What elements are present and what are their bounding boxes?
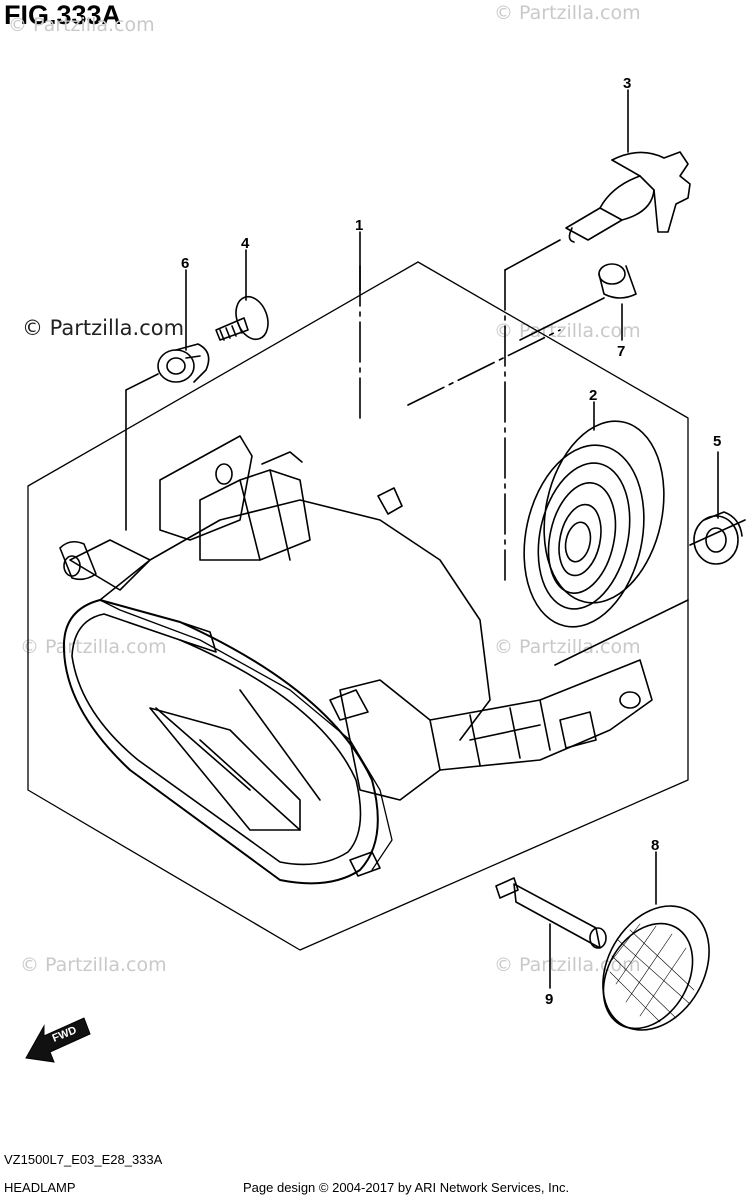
watermark-main: © Partzilla.com (22, 316, 185, 340)
watermark: © Partzilla.com (20, 954, 167, 976)
figure-title: FIG.333A (4, 0, 122, 30)
callout-1: 1 (355, 217, 363, 234)
callout-7: 7 (617, 343, 625, 360)
grommet-part-6 (157, 343, 210, 383)
grommet-part-5 (693, 511, 743, 565)
watermark: © Partzilla.com (20, 636, 167, 658)
callout-8: 8 (651, 837, 659, 854)
reflector-part-8 (602, 905, 710, 1031)
assembly-boundary (27, 261, 689, 951)
pin-part-9 (495, 877, 607, 949)
watermark: © Partzilla.com (494, 2, 641, 24)
callout-4: 4 (241, 235, 250, 252)
reflector-ring-part-2 (523, 420, 665, 628)
boot-part-7 (598, 263, 637, 299)
page-credit: Page design © 2004-2017 by ARI Network S… (243, 1180, 570, 1195)
section-name: HEADLAMP (4, 1180, 76, 1195)
headlamp-housing-part-1 (59, 435, 653, 885)
screw-part-4 (215, 295, 269, 341)
callout-2: 2 (589, 387, 597, 404)
callout-5: 5 (713, 433, 721, 450)
bulb-part-3 (565, 151, 691, 243)
callout-3: 3 (623, 75, 631, 92)
watermark: © Partzilla.com (494, 320, 641, 342)
diagram-code: VZ1500L7_E03_E28_333A (4, 1152, 163, 1167)
watermark: © Partzilla.com (8, 14, 155, 36)
callout-9: 9 (545, 991, 553, 1008)
fwd-arrow-icon: FWD (25, 1017, 91, 1063)
callout-6: 6 (181, 255, 189, 272)
